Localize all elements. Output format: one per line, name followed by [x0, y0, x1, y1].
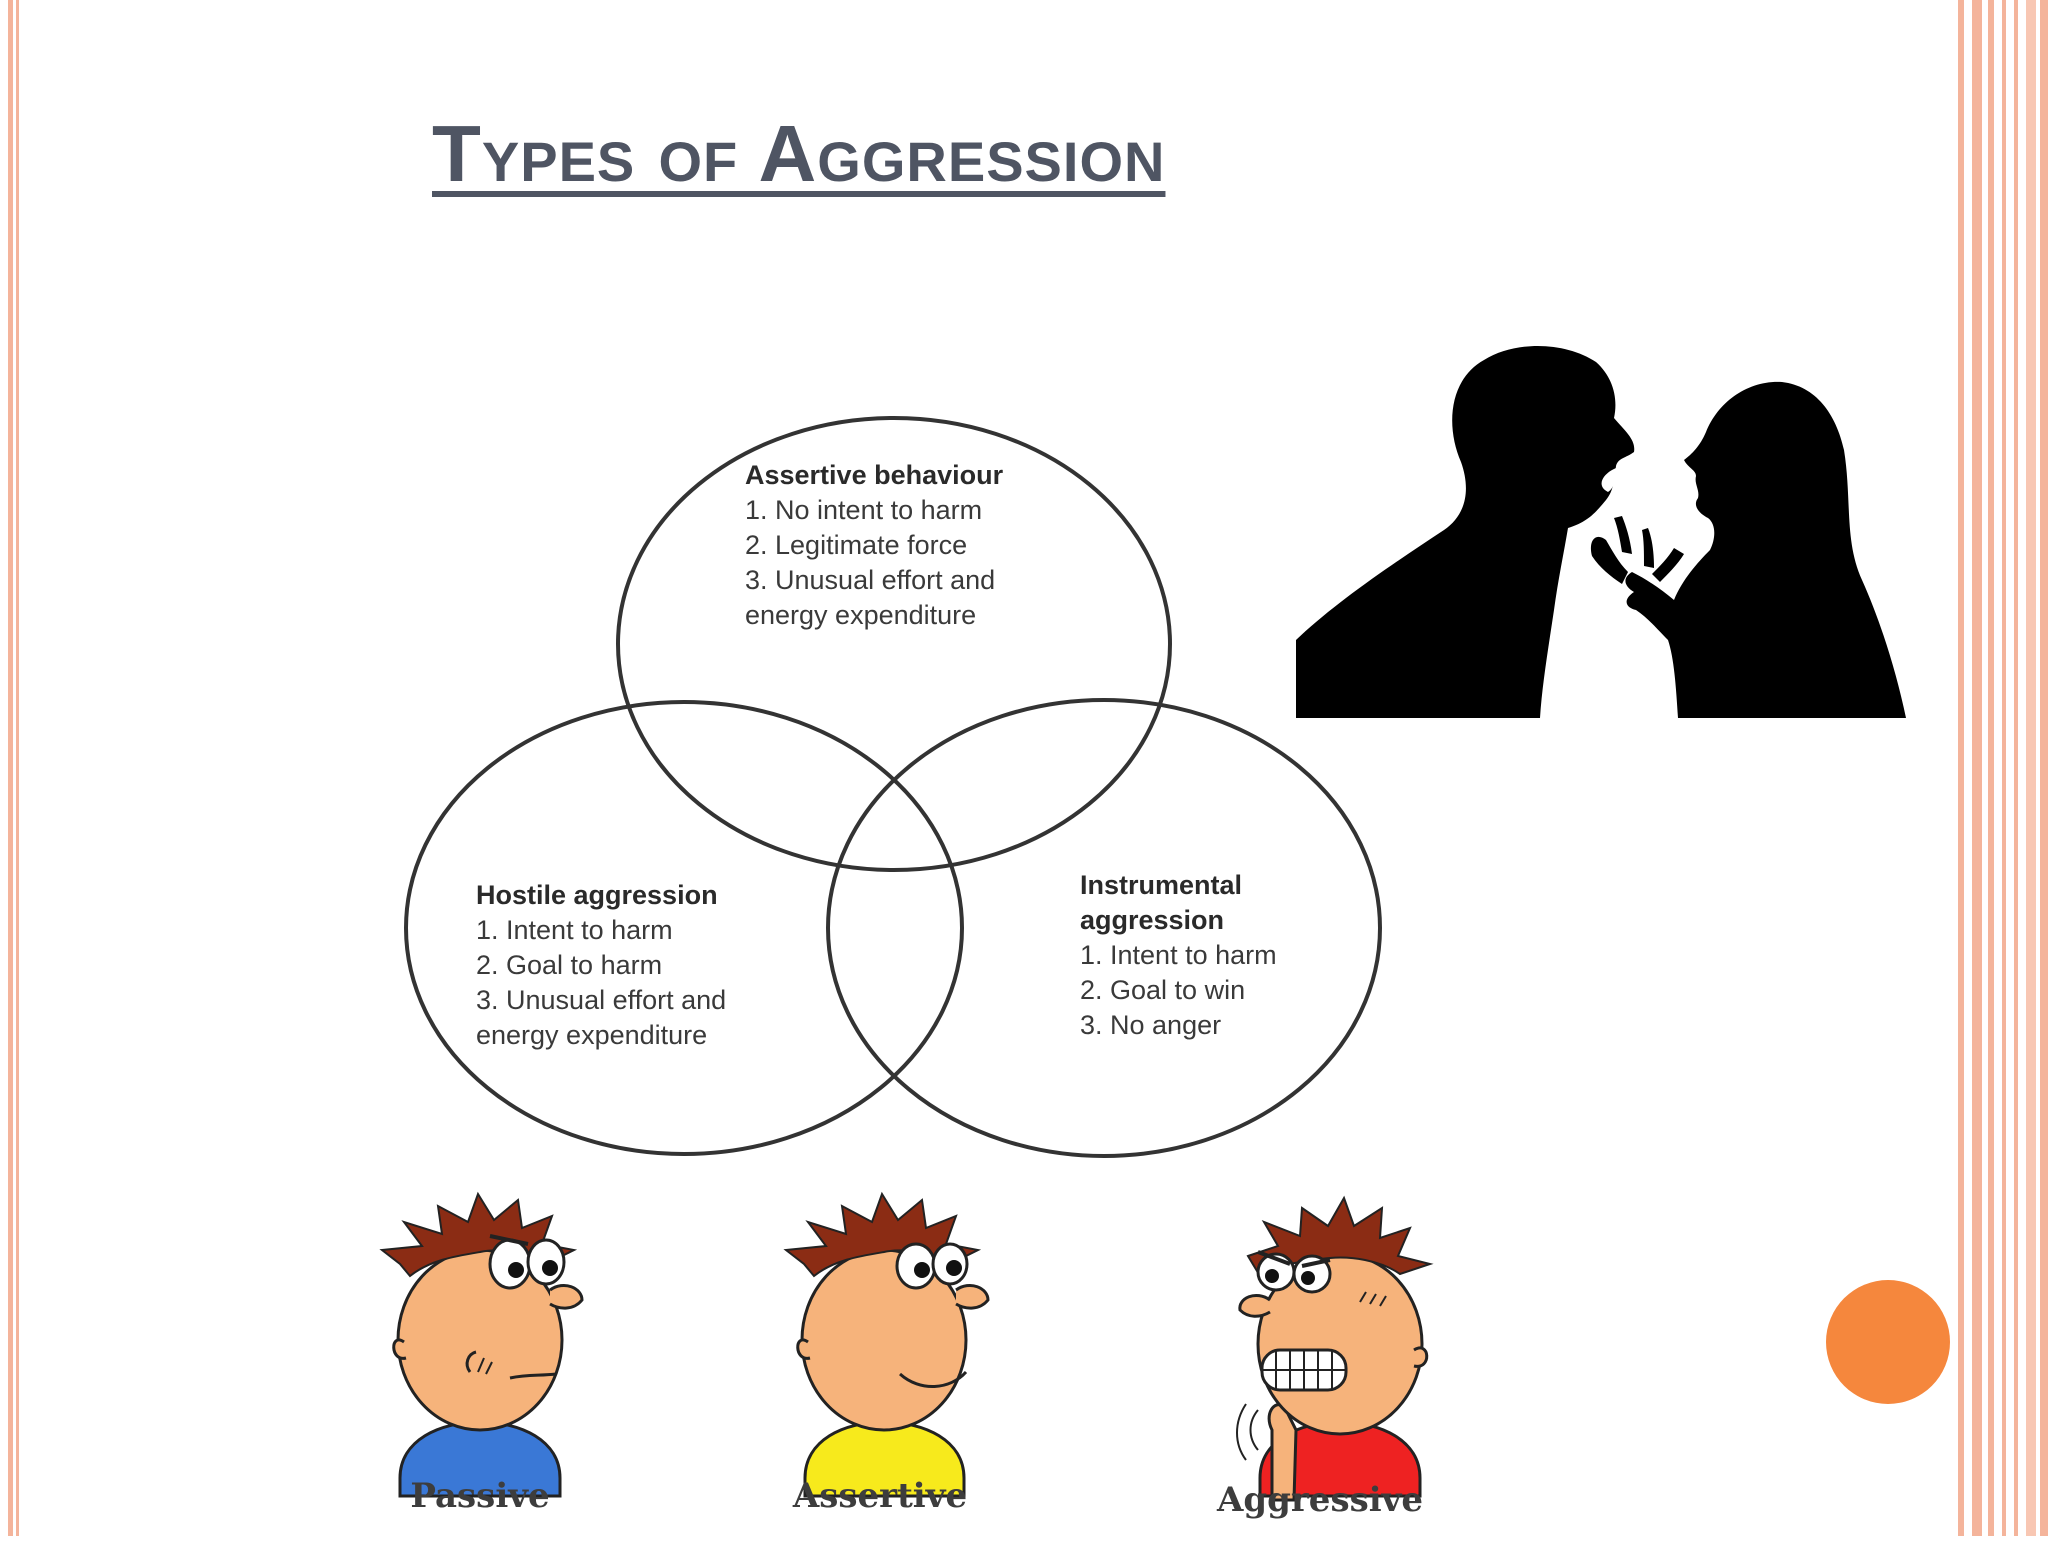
- orange-accent-dot: [1826, 1280, 1950, 1404]
- instrumental-line-1: 1. Intent to harm: [1080, 940, 1277, 970]
- assertive-line-2: 2. Legitimate force: [745, 530, 968, 560]
- aggressive-face-illustration: [1236, 1195, 1434, 1502]
- assertive-behaviour-text: Assertive behaviour 1. No intent to harm…: [745, 458, 1003, 633]
- passive-face-illustration: [379, 1191, 584, 1498]
- venn-circle-hostile: [404, 700, 964, 1156]
- venn-circle-assertive: [616, 416, 1172, 872]
- hostile-line-2: 2. Goal to harm: [476, 950, 663, 980]
- assertive-line-3: 3. Unusual effort and: [745, 565, 996, 595]
- instrumental-line-2: 2. Goal to win: [1080, 975, 1246, 1005]
- venn-diagram: Assertive behaviour 1. No intent to harm…: [400, 400, 1400, 1180]
- assertive-caption: Assertive: [792, 1476, 968, 1516]
- slide-frame-left: [8, 0, 19, 1536]
- venn-circle-instrumental: [826, 698, 1382, 1158]
- venn-circles: [404, 416, 1382, 1158]
- hostile-aggression-text: Hostile aggression 1. Intent to harm 2. …: [476, 878, 726, 1053]
- cartoon-faces: Passive Assertive Aggressive: [360, 1160, 1520, 1536]
- assertive-heading: Assertive behaviour: [745, 460, 1004, 490]
- instrumental-line-3: 3. No anger: [1080, 1010, 1222, 1040]
- arguing-couple-silhouette: [1296, 345, 1906, 718]
- assertive-line-4: energy expenditure: [745, 600, 977, 630]
- instrumental-heading-1: Instrumental: [1080, 870, 1243, 900]
- instrumental-aggression-text: Instrumental aggression 1. Intent to har…: [1080, 868, 1277, 1043]
- cartoon-faces-art: [379, 1191, 1434, 1502]
- hostile-heading: Hostile aggression: [476, 880, 718, 910]
- slide-title: Types of Aggression: [432, 109, 1166, 198]
- hostile-line-3: 3. Unusual effort and: [476, 985, 727, 1015]
- passive-caption: Passive: [410, 1476, 550, 1516]
- hostile-line-1: 1. Intent to harm: [476, 915, 673, 945]
- hostile-line-4: energy expenditure: [476, 1020, 708, 1050]
- instrumental-heading-2: aggression: [1080, 905, 1225, 935]
- assertive-face-illustration: [783, 1191, 990, 1498]
- aggressive-caption: Aggressive: [1216, 1480, 1424, 1520]
- assertive-line-1: 1. No intent to harm: [745, 495, 983, 525]
- slide-frame-right: [1958, 0, 2048, 1536]
